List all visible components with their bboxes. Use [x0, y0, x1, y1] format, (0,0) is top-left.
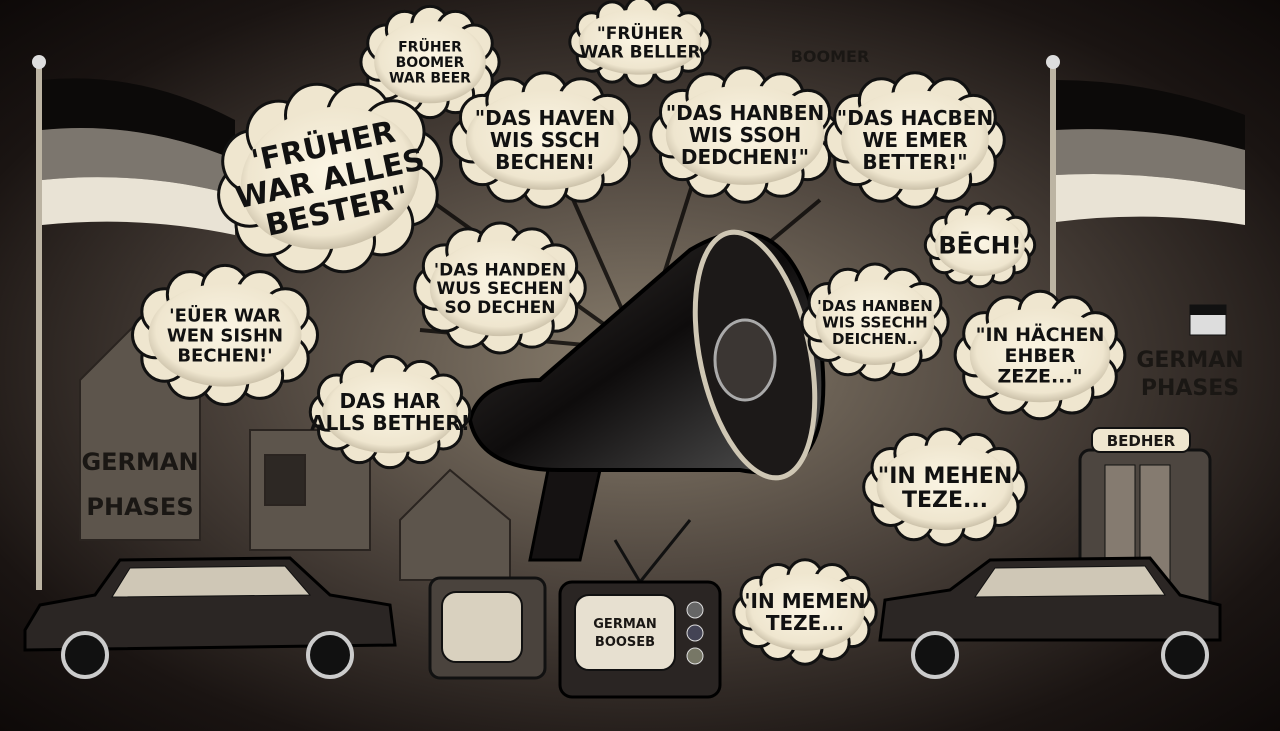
small-tv [428, 576, 547, 680]
bubble-text: 'IN MEMEN [744, 589, 865, 613]
bubble-body [876, 444, 1014, 530]
bubble-text: "DAS HANBEN [666, 101, 824, 125]
bubble-text: BĒCH! [938, 231, 1021, 260]
bubble-text: BECHEN!' [177, 345, 272, 366]
bubble-text: FRÜHER [398, 38, 462, 56]
bubble-body [429, 239, 571, 337]
left-caption-line-1: GERMAN [81, 448, 198, 476]
bubble-text: 'DAS HANBEN [817, 297, 933, 315]
bubble-text: TEZE... [766, 611, 844, 635]
bubble-body [322, 370, 458, 454]
bubble-body [374, 20, 486, 104]
bubble-text: ZEZE..." [997, 366, 1082, 388]
bubble-text: BETTER!" [862, 150, 967, 174]
bubble-text: WUS SECHEN [436, 279, 563, 299]
left-car [23, 556, 397, 679]
speech-bubble: 'IN MEMENTEZE... [732, 558, 878, 666]
bubble-text: WIS SSECHH [822, 313, 927, 331]
bubble-body [969, 307, 1111, 403]
bubble-body [465, 90, 625, 190]
bubble-text: DEICHEN.. [832, 330, 918, 348]
kiosk-sign: BEDHER [1107, 432, 1176, 450]
megaphone [467, 229, 826, 562]
bubble-text: WE EMER [862, 128, 967, 152]
boomer-sign: BOOMER [791, 47, 870, 66]
bubble-body [148, 283, 302, 387]
left-caption-line-2: PHASES [86, 493, 193, 521]
bubble-text: WEN SISHN [167, 325, 283, 346]
bubble-body [815, 279, 935, 365]
bubble-text: WAR BELLER [579, 42, 700, 62]
bubble-text: DAS HAR [339, 389, 440, 413]
bubble-text: WAR BEER [389, 70, 471, 86]
bubble-text: WIS SSOH [689, 123, 802, 147]
bubble-text: TEZE... [902, 488, 988, 513]
right-caption-line-1: GERMAN [1136, 348, 1243, 373]
bubble-text: "FRÜHER [597, 22, 683, 44]
right-flag [1046, 55, 1245, 336]
right-caption-line-2: PHASES [1141, 376, 1239, 401]
bubble-text: "IN MEHEN [878, 464, 1013, 489]
bubble-body [745, 573, 865, 651]
television: GERMAN BOOSEB [558, 519, 722, 699]
bubble-text: 'DAS HANDEN [434, 260, 566, 280]
bubble-text: "DAS HACBEN [837, 106, 993, 130]
bubble-text: 'EÜER WAR [169, 305, 281, 327]
bubble-text: ALLS BETHER! [310, 411, 470, 435]
bubble-text: EHBER [1005, 345, 1076, 367]
bubble-text: DEDCHEN!" [681, 145, 809, 169]
right-car [878, 556, 1222, 679]
bubble-body [665, 85, 825, 185]
bubble-text: "DAS HAVEN [475, 106, 616, 130]
bubble-body [841, 90, 989, 190]
bubble-text: "IN HÄCHEN [976, 322, 1105, 346]
speech-bubble: "IN MEHENTEZE... [862, 427, 1028, 547]
bubble-body [578, 9, 702, 75]
left-flag [32, 55, 235, 590]
bubble-text: WIS SSCH [490, 128, 600, 152]
bubble-text: BECHEN! [495, 150, 595, 174]
bubble-text: BOOMER [396, 55, 465, 71]
bubble-body [935, 214, 1025, 276]
bubble-text: SO DECHEN [445, 298, 556, 318]
tv-screen-line-1: GERMAN [593, 617, 656, 632]
tv-screen-line-2: BOOSEB [595, 635, 655, 650]
speech-bubble: BĒCH! [923, 201, 1037, 289]
bubble-body [240, 106, 420, 250]
